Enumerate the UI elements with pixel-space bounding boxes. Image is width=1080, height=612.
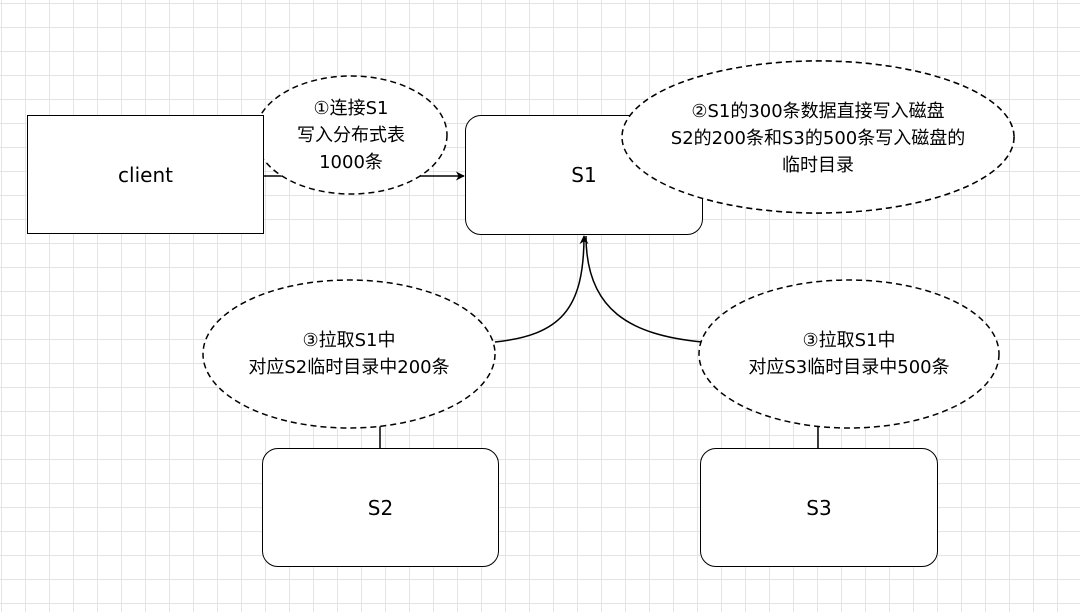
- node-s1-label: S1: [571, 163, 597, 187]
- note-step1-line-1: ①连接S1: [313, 97, 389, 119]
- note-step3-s3: ③拉取S1中 对应S3临时目录中500条: [699, 314, 999, 394]
- node-client: client: [27, 115, 264, 234]
- note-step3-s2: ③拉取S1中 对应S2临时目录中200条: [203, 314, 495, 394]
- node-s3-label: S3: [806, 495, 832, 520]
- note-step2-line-1: ②S1的300条数据直接写入磁盘: [691, 100, 945, 122]
- note-step2-line-3: 临时目录: [782, 154, 854, 176]
- node-s2: S2: [262, 448, 499, 567]
- note-step3-s3-line-2: 对应S3临时目录中500条: [748, 357, 950, 378]
- note-step3-s3-line-1: ③拉取S1中: [802, 330, 896, 351]
- note-step1: ①连接S1 写入分布式表 1000条: [255, 80, 447, 190]
- node-s3: S3: [700, 448, 938, 567]
- note-step3-s2-line-2: 对应S2临时目录中200条: [248, 357, 450, 378]
- note-step1-line-3: 1000条: [319, 151, 383, 173]
- note-ellipse-step3-s2: [202, 279, 496, 429]
- note-step3-s2-line-1: ③拉取S1中: [302, 330, 396, 351]
- note-step1-line-2: 写入分布式表: [297, 124, 405, 146]
- note-step2: ②S1的300条数据直接写入磁盘 S2的200条和S3的500条写入磁盘的 临时…: [622, 82, 1014, 194]
- node-client-label: client: [118, 162, 173, 187]
- note-ellipse-step3-s3: [698, 279, 1000, 429]
- note-ellipse-step1: [254, 75, 448, 195]
- node-s2-label: S2: [367, 495, 394, 520]
- note-step2-line-2: S2的200条和S3的500条写入磁盘的: [670, 127, 966, 149]
